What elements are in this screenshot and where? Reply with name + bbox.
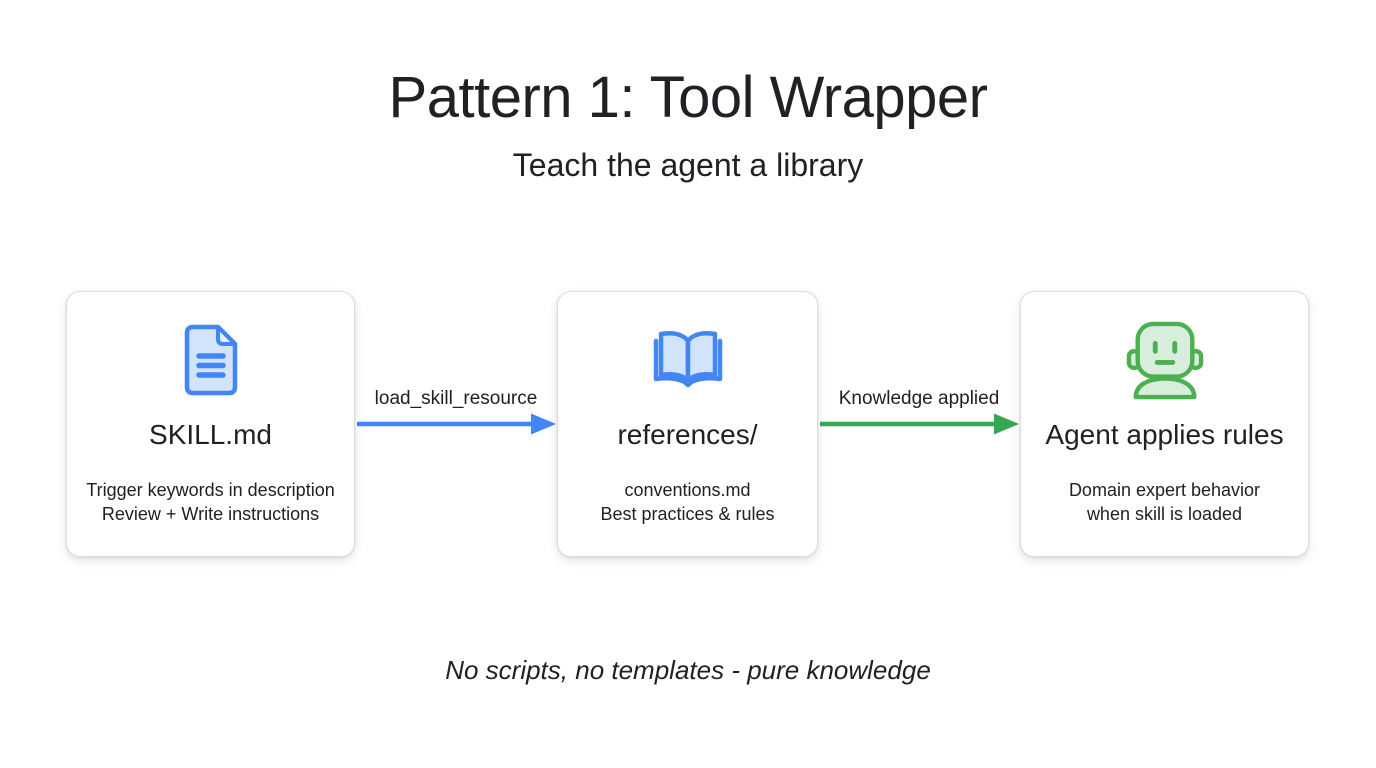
box-description-line: conventions.md bbox=[624, 480, 751, 500]
box-title: Agent applies rules bbox=[1045, 419, 1284, 450]
robot-icon bbox=[1126, 321, 1204, 400]
box-title: SKILL.md bbox=[149, 419, 272, 450]
box-description-line: Trigger keywords in description bbox=[86, 480, 335, 500]
references-card: references/ conventions.md Best practice… bbox=[557, 291, 818, 557]
arrow-right-icon bbox=[818, 411, 1020, 437]
page-title: Pattern 1: Tool Wrapper bbox=[388, 65, 988, 130]
open-book-icon bbox=[648, 322, 728, 398]
skill-md-card: SKILL.md Trigger keywords in description… bbox=[66, 291, 355, 557]
box-description: Trigger keywords in description Review +… bbox=[86, 478, 334, 526]
arrow-label-load-skill-resource: load_skill_resource bbox=[374, 388, 538, 409]
agent-applies-rules-card: Agent applies rules Domain expert behavi… bbox=[1020, 291, 1309, 557]
box-description: conventions.md Best practices & rules bbox=[600, 478, 774, 526]
box-description: Domain expert behavior when skill is loa… bbox=[1069, 478, 1260, 526]
arrow-right-icon bbox=[355, 411, 557, 437]
box-description-line: Domain expert behavior bbox=[1068, 480, 1261, 500]
box-description-line: when skill is loaded bbox=[1086, 504, 1243, 524]
box-description-line: Best practices & rules bbox=[600, 504, 775, 524]
document-icon bbox=[182, 322, 239, 398]
box-title: references/ bbox=[617, 419, 758, 450]
arrow-label-knowledge-applied: Knowledge applied bbox=[838, 388, 1000, 409]
page-subtitle: Teach the agent a library bbox=[512, 147, 864, 183]
header: Pattern 1: Tool Wrapper Teach the agent … bbox=[0, 64, 1376, 184]
box-description-line: Review + Write instructions bbox=[101, 504, 320, 524]
footer-note: No scripts, no templates - pure knowledg… bbox=[445, 655, 931, 685]
